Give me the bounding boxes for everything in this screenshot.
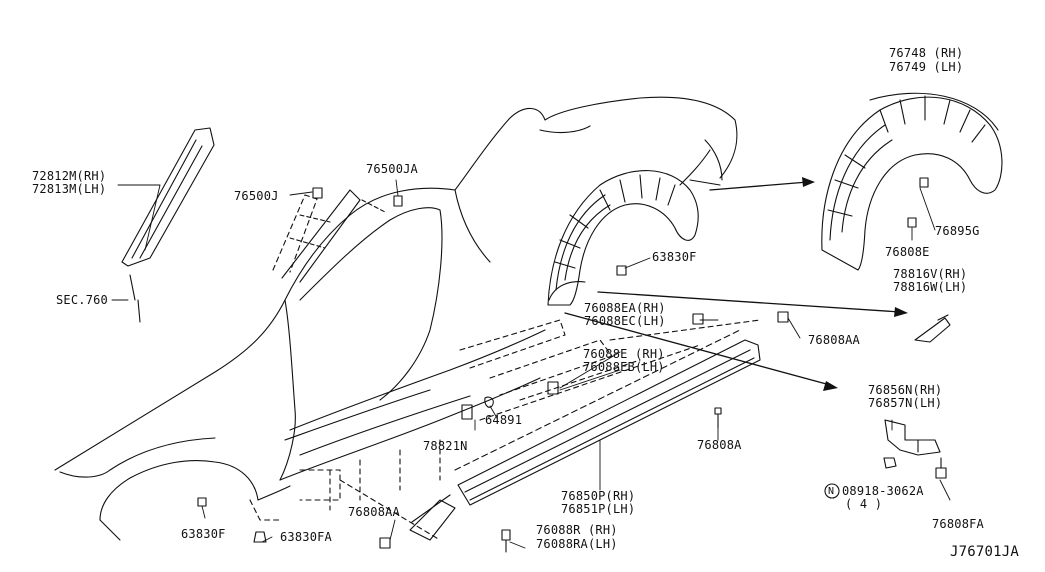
plug-64891 <box>484 396 494 408</box>
label-76850p: 76850P(RH) <box>561 489 636 503</box>
wheel-house-protector-installed <box>547 170 699 306</box>
label-72812m: 72812M(RH) <box>32 169 107 183</box>
arrows <box>564 181 901 386</box>
label-76088ea: 76088EA(RH) <box>584 301 666 315</box>
bracket-76856n <box>884 419 941 456</box>
n-symbol <box>824 483 840 499</box>
label-08918-prefix: N <box>828 486 835 497</box>
clip-76500j <box>312 187 323 199</box>
label-63830fa: 63830FA <box>280 530 332 544</box>
clip-78821n <box>461 404 473 420</box>
pillar-finisher-72812m <box>121 127 215 323</box>
clip-63830f-top <box>616 265 627 276</box>
label-76088r: 76088R (RH) <box>536 523 618 537</box>
clip-76088e <box>547 381 559 395</box>
label-76749: 76749 (LH) <box>889 60 964 74</box>
clip-63830f-bot <box>197 497 207 507</box>
label-72813m: 72813M(LH) <box>32 182 107 196</box>
leader-lines <box>111 179 951 549</box>
nut-08918 <box>883 457 897 469</box>
label-63830f-top: 63830F <box>652 250 697 264</box>
diagram-code: J76701JA <box>950 544 1020 560</box>
clip-76808e <box>907 217 917 228</box>
clip-76088r <box>501 529 511 553</box>
label-76500ja: 76500JA <box>366 162 418 176</box>
label-76500j: 76500J <box>234 189 279 203</box>
clip-63830fa <box>253 531 267 543</box>
label-78821n: 78821N <box>423 439 468 453</box>
inner-brackets <box>249 319 761 541</box>
screw-76808a <box>714 407 722 429</box>
fasteners <box>197 177 947 553</box>
pillar-garnish-76500j <box>272 189 386 283</box>
label-76808e: 76808E <box>885 245 930 259</box>
sill-molding-76850p <box>409 329 761 541</box>
label-76088e: 76088E (RH) <box>583 347 665 361</box>
label-78816w: 78816W(LH) <box>893 280 968 294</box>
clip-76500ja <box>393 195 403 207</box>
label-76808fa: 76808FA <box>932 517 984 531</box>
label-76088eb: 76088EB(LH) <box>583 360 665 374</box>
label-78816v: 78816V(RH) <box>893 267 968 281</box>
label-76808a: 76808A <box>697 438 742 452</box>
label-63830f-bottom: 63830F <box>181 527 226 541</box>
wheel-house-protector-76748 <box>821 92 1003 271</box>
label-76851p: 76851P(LH) <box>561 502 636 516</box>
label-76748: 76748 (RH) <box>889 46 964 60</box>
label-64891: 64891 <box>485 413 523 427</box>
label-08918-qty: ( 4 ) <box>845 497 883 511</box>
body-side-panel <box>54 96 738 541</box>
label-76857n: 76857N(LH) <box>868 396 943 410</box>
mud-guard-78816v <box>914 314 951 343</box>
arrow-heads <box>802 177 908 391</box>
clip-76808aa-r <box>777 311 789 323</box>
screw-76808fa <box>935 457 947 479</box>
label-76088ra: 76088RA(LH) <box>536 537 618 551</box>
label-sec760: SEC.760 <box>56 293 108 307</box>
label-76808aa-right: 76808AA <box>808 333 860 347</box>
clip-76895g <box>919 177 929 188</box>
label-76895g: 76895G <box>935 224 980 238</box>
label-76088ec: 76088EC(LH) <box>584 314 666 328</box>
clip-76088ea <box>692 313 704 325</box>
label-76856n: 76856N(RH) <box>868 383 943 397</box>
clip-76808aa-b <box>379 537 391 549</box>
label-08918: 08918-3062A <box>842 484 924 498</box>
label-76808aa-bottom: 76808AA <box>348 505 400 519</box>
